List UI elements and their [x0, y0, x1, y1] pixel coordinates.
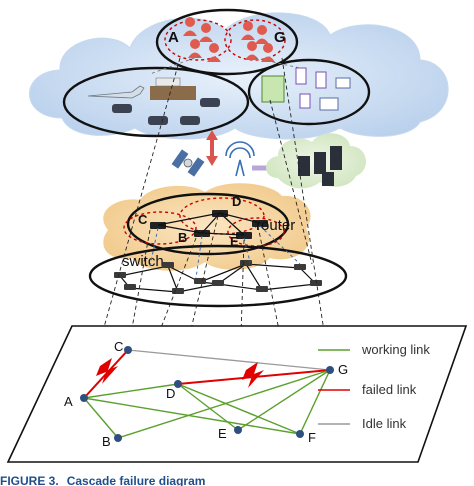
legend-working-label: working link	[361, 342, 430, 357]
devices-icon	[261, 67, 351, 111]
working-link-b-g	[117, 369, 331, 439]
router-node-label-d: D	[232, 194, 241, 209]
node-g	[326, 366, 334, 374]
legend-idle-label: Idle link	[362, 416, 407, 431]
satellite-icon	[171, 149, 205, 177]
graph-plane: A B C D E F G working link failed link I…	[6, 325, 468, 463]
legend-failed-label: failed link	[362, 382, 417, 397]
legend: working link failed link Idle link	[318, 342, 430, 431]
working-link-a-b	[83, 397, 119, 439]
server-icon	[298, 146, 342, 186]
links	[83, 349, 331, 439]
node-e	[234, 426, 242, 434]
antenna-tower-icon	[225, 141, 255, 177]
airplane-icon	[87, 85, 145, 99]
figure-caption: FIGURE 3. Cascade failure diagram	[0, 474, 474, 486]
figure-caption-text: Cascade failure diagram	[66, 474, 206, 486]
working-link-e-g	[237, 369, 331, 431]
working-link-a-d	[83, 383, 179, 399]
idle-link-c-g	[127, 349, 331, 371]
users-group-g-icon	[241, 21, 275, 62]
users-group-a-icon	[183, 17, 221, 62]
node-b	[114, 434, 122, 442]
working-link-d-f	[177, 383, 301, 435]
router-label: router	[256, 217, 295, 234]
user-label-g: G	[274, 29, 286, 46]
node-label-c: C	[114, 339, 123, 354]
working-link-a-f	[83, 397, 301, 435]
ship-icon	[150, 77, 196, 100]
router-node-label-b: B	[178, 230, 187, 245]
router-node-label-c: C	[138, 212, 148, 227]
node-label-f: F	[308, 430, 316, 445]
node-d	[174, 380, 182, 388]
user-label-a: A	[168, 29, 179, 46]
node-a	[80, 394, 88, 402]
working-link-f-g	[299, 369, 331, 435]
node-c	[124, 346, 132, 354]
router-node-label-e: E	[230, 234, 239, 249]
node-label-a: A	[64, 394, 73, 409]
node-label-e: E	[218, 426, 227, 441]
switch-label: switch	[122, 253, 164, 270]
edge-layer: C D B E router switch	[88, 183, 348, 308]
node-label-b: B	[102, 434, 111, 449]
working-link-d-e	[177, 383, 239, 431]
graph-nodes	[80, 346, 334, 442]
figure-caption-label: FIGURE 3.	[0, 474, 59, 486]
cloud-layer: A G	[29, 8, 449, 140]
node-f	[296, 430, 304, 438]
node-label-d: D	[166, 386, 175, 401]
car-icon	[112, 98, 220, 125]
lightning-icon	[96, 358, 264, 388]
node-label-g: G	[338, 362, 348, 377]
access-layer	[171, 130, 367, 189]
